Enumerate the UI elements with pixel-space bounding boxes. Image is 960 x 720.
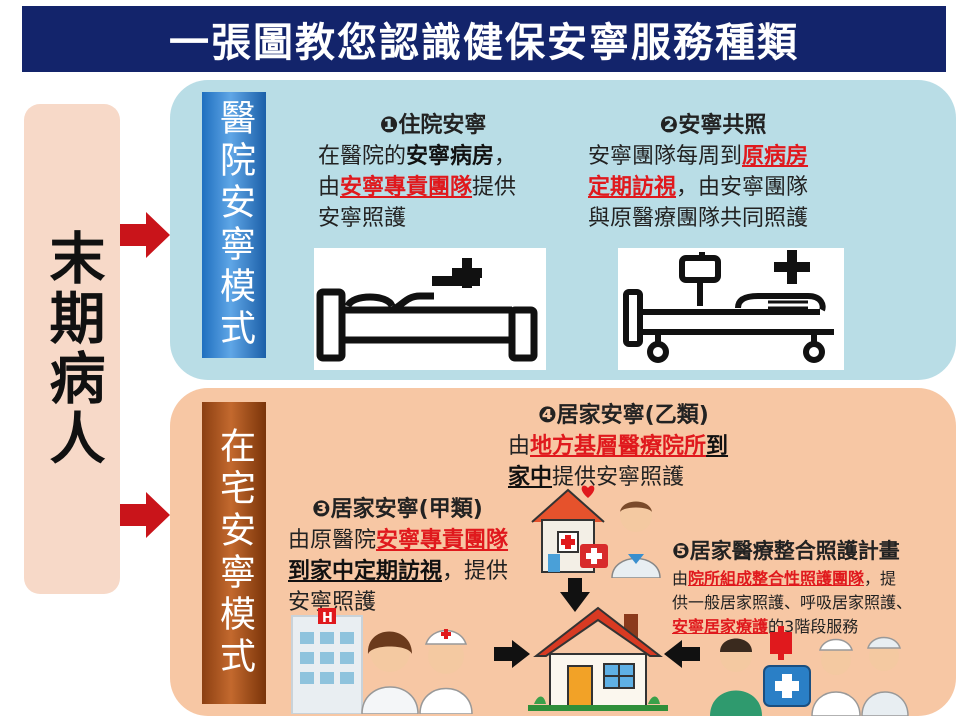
arrow-right-icon (120, 212, 170, 258)
text: 由 (318, 175, 341, 200)
text: 由 (672, 569, 689, 588)
inpatient-block: ❶住院安寧 在醫院的安寧病房， 由安寧專責團隊提供 安寧照護 (318, 110, 578, 234)
inpatient-line-1: 在醫院的安寧病房， (318, 141, 578, 172)
inpatient-title: 住院安寧 (398, 113, 487, 138)
text-highlight: 安寧居家療護 (672, 617, 769, 636)
text: 安寧團隊每周到 (588, 144, 743, 169)
inpatient-number: ❶ (379, 113, 399, 138)
text-highlight: 定期訪視 (588, 175, 677, 200)
text-underline: 到 (706, 434, 729, 459)
text: ，提供 (442, 559, 509, 584)
typeB-line-1: 由地方基層醫療院所到 (508, 431, 778, 462)
inpatient-heading: ❶住院安寧 (318, 110, 578, 141)
arrow-left-icon (664, 640, 700, 668)
shared-care-heading: ❷安寧共照 (588, 110, 878, 141)
integrated-title: 居家醫療整合照護計畫 (689, 539, 900, 563)
text-underline: 家中 (508, 465, 553, 490)
svg-text:H: H (322, 611, 333, 626)
patient-box: 末期病人 (24, 104, 120, 594)
home-integrated-block: ❺居家醫療整合照護計畫 由院所組成整合性照護團隊，提 供一般居家照護、呼吸居家照… (672, 536, 954, 639)
text-highlight: 安寧專責團隊 (340, 175, 473, 200)
text-highlight: 地方基層醫療院所 (530, 434, 707, 459)
typeA-number: ❸ (312, 497, 331, 522)
integrated-line-3: 安寧居家療護的3階段服務 (672, 615, 954, 639)
hospital-bed-icon (314, 248, 546, 370)
shared-care-number: ❷ (659, 113, 679, 138)
shared-line-1: 安寧團隊每周到原病房 (588, 141, 878, 172)
inpatient-line-2: 由安寧專責團隊提供 (318, 172, 578, 203)
hospital-mode-text: 醫院安寧模式 (214, 99, 255, 351)
integrated-line-1: 由院所組成整合性照護團隊，提 (672, 567, 954, 591)
text: ，由安寧團隊 (676, 175, 809, 200)
arrow-down-icon (560, 578, 590, 612)
typeA-line-2: 到家中定期訪視，提供 (288, 556, 538, 587)
text: 提供 (472, 175, 517, 200)
typeB-title: 居家安寧(乙類) (556, 403, 709, 428)
typeA-title: 居家安寧(甲類) (330, 497, 483, 522)
clinic-house-icon (531, 485, 661, 578)
home-icon (528, 606, 668, 711)
home-typeB-block: ❹居家安寧(乙類) 由地方基層醫療院所到 家中提供安寧照護 (508, 400, 778, 493)
text-highlight: 原病房 (742, 144, 809, 169)
arrow-right-icon (494, 640, 530, 668)
text: 在醫院的 (318, 144, 407, 169)
hospital-mode-label: 醫院安寧模式 (202, 92, 266, 358)
shared-line-2: 定期訪視，由安寧團隊 (588, 172, 878, 203)
integrated-heading: ❺居家醫療整合照護計畫 (672, 536, 954, 567)
text: ， (494, 144, 517, 169)
text-emphasis: 安寧病房 (406, 144, 495, 169)
iv-stretcher-icon (618, 248, 844, 370)
typeB-number: ❹ (538, 403, 557, 428)
hospital-building-icon: H (291, 608, 473, 714)
typeA-line-1: 由原醫院安寧專責團隊 (288, 525, 538, 556)
text: 的3階段服務 (768, 617, 859, 636)
typeB-heading: ❹居家安寧(乙類) (508, 400, 778, 431)
page-title: 一張圖教您認識健保安寧服務種類 (22, 6, 946, 72)
text: 由原醫院 (288, 528, 377, 553)
typeB-line-2: 家中提供安寧照護 (508, 462, 778, 493)
text: 提供安寧照護 (552, 465, 685, 490)
inpatient-line-3: 安寧照護 (318, 206, 407, 231)
shared-line-3: 與原醫療團隊共同照護 (588, 206, 809, 231)
text: 由 (508, 434, 531, 459)
home-mode-text: 在宅安寧模式 (214, 427, 255, 679)
text: ，提 (864, 569, 897, 588)
typeA-heading: ❸居家安寧(甲類) (288, 494, 538, 525)
integrated-line-2: 供一般居家照護、呼吸居家照護、 (672, 593, 913, 612)
arrow-right-icon (120, 492, 170, 538)
text-highlight: 院所組成整合性照護團隊 (688, 569, 865, 588)
home-mode-label: 在宅安寧模式 (202, 402, 266, 704)
medical-team-icon (710, 626, 909, 716)
shared-care-title: 安寧共照 (678, 113, 767, 138)
integrated-number: ❺ (672, 539, 690, 563)
text-highlight: 安寧專責團隊 (376, 528, 509, 553)
shared-care-block: ❷安寧共照 安寧團隊每周到原病房 定期訪視，由安寧團隊 與原醫療團隊共同照護 (588, 110, 878, 234)
text-underline: 到家中定期訪視 (288, 559, 443, 584)
patient-label: 末期病人 (40, 229, 105, 469)
home-typeA-block: ❸居家安寧(甲類) 由原醫院安寧專責團隊 到家中定期訪視，提供 安寧照護 (288, 494, 538, 618)
